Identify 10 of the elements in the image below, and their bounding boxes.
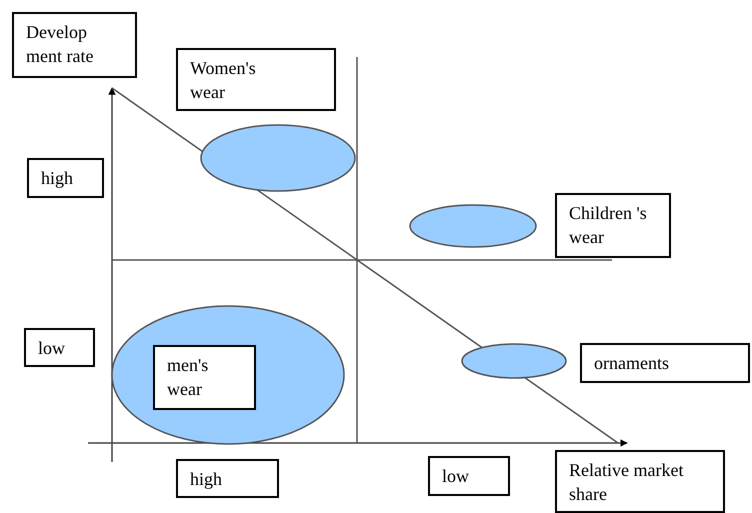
label-box: Relative market share bbox=[555, 450, 725, 513]
label-box: high bbox=[176, 459, 279, 498]
label-box: high bbox=[27, 158, 104, 198]
label-box: ornaments bbox=[580, 343, 750, 383]
label-box: Develop ment rate bbox=[12, 12, 137, 78]
label-box: Children 's wear bbox=[555, 193, 671, 258]
label-box: low bbox=[428, 456, 510, 496]
label-box: low bbox=[24, 328, 95, 367]
label-box: Women's wear bbox=[176, 48, 336, 111]
label-box: men's wear bbox=[153, 345, 256, 410]
